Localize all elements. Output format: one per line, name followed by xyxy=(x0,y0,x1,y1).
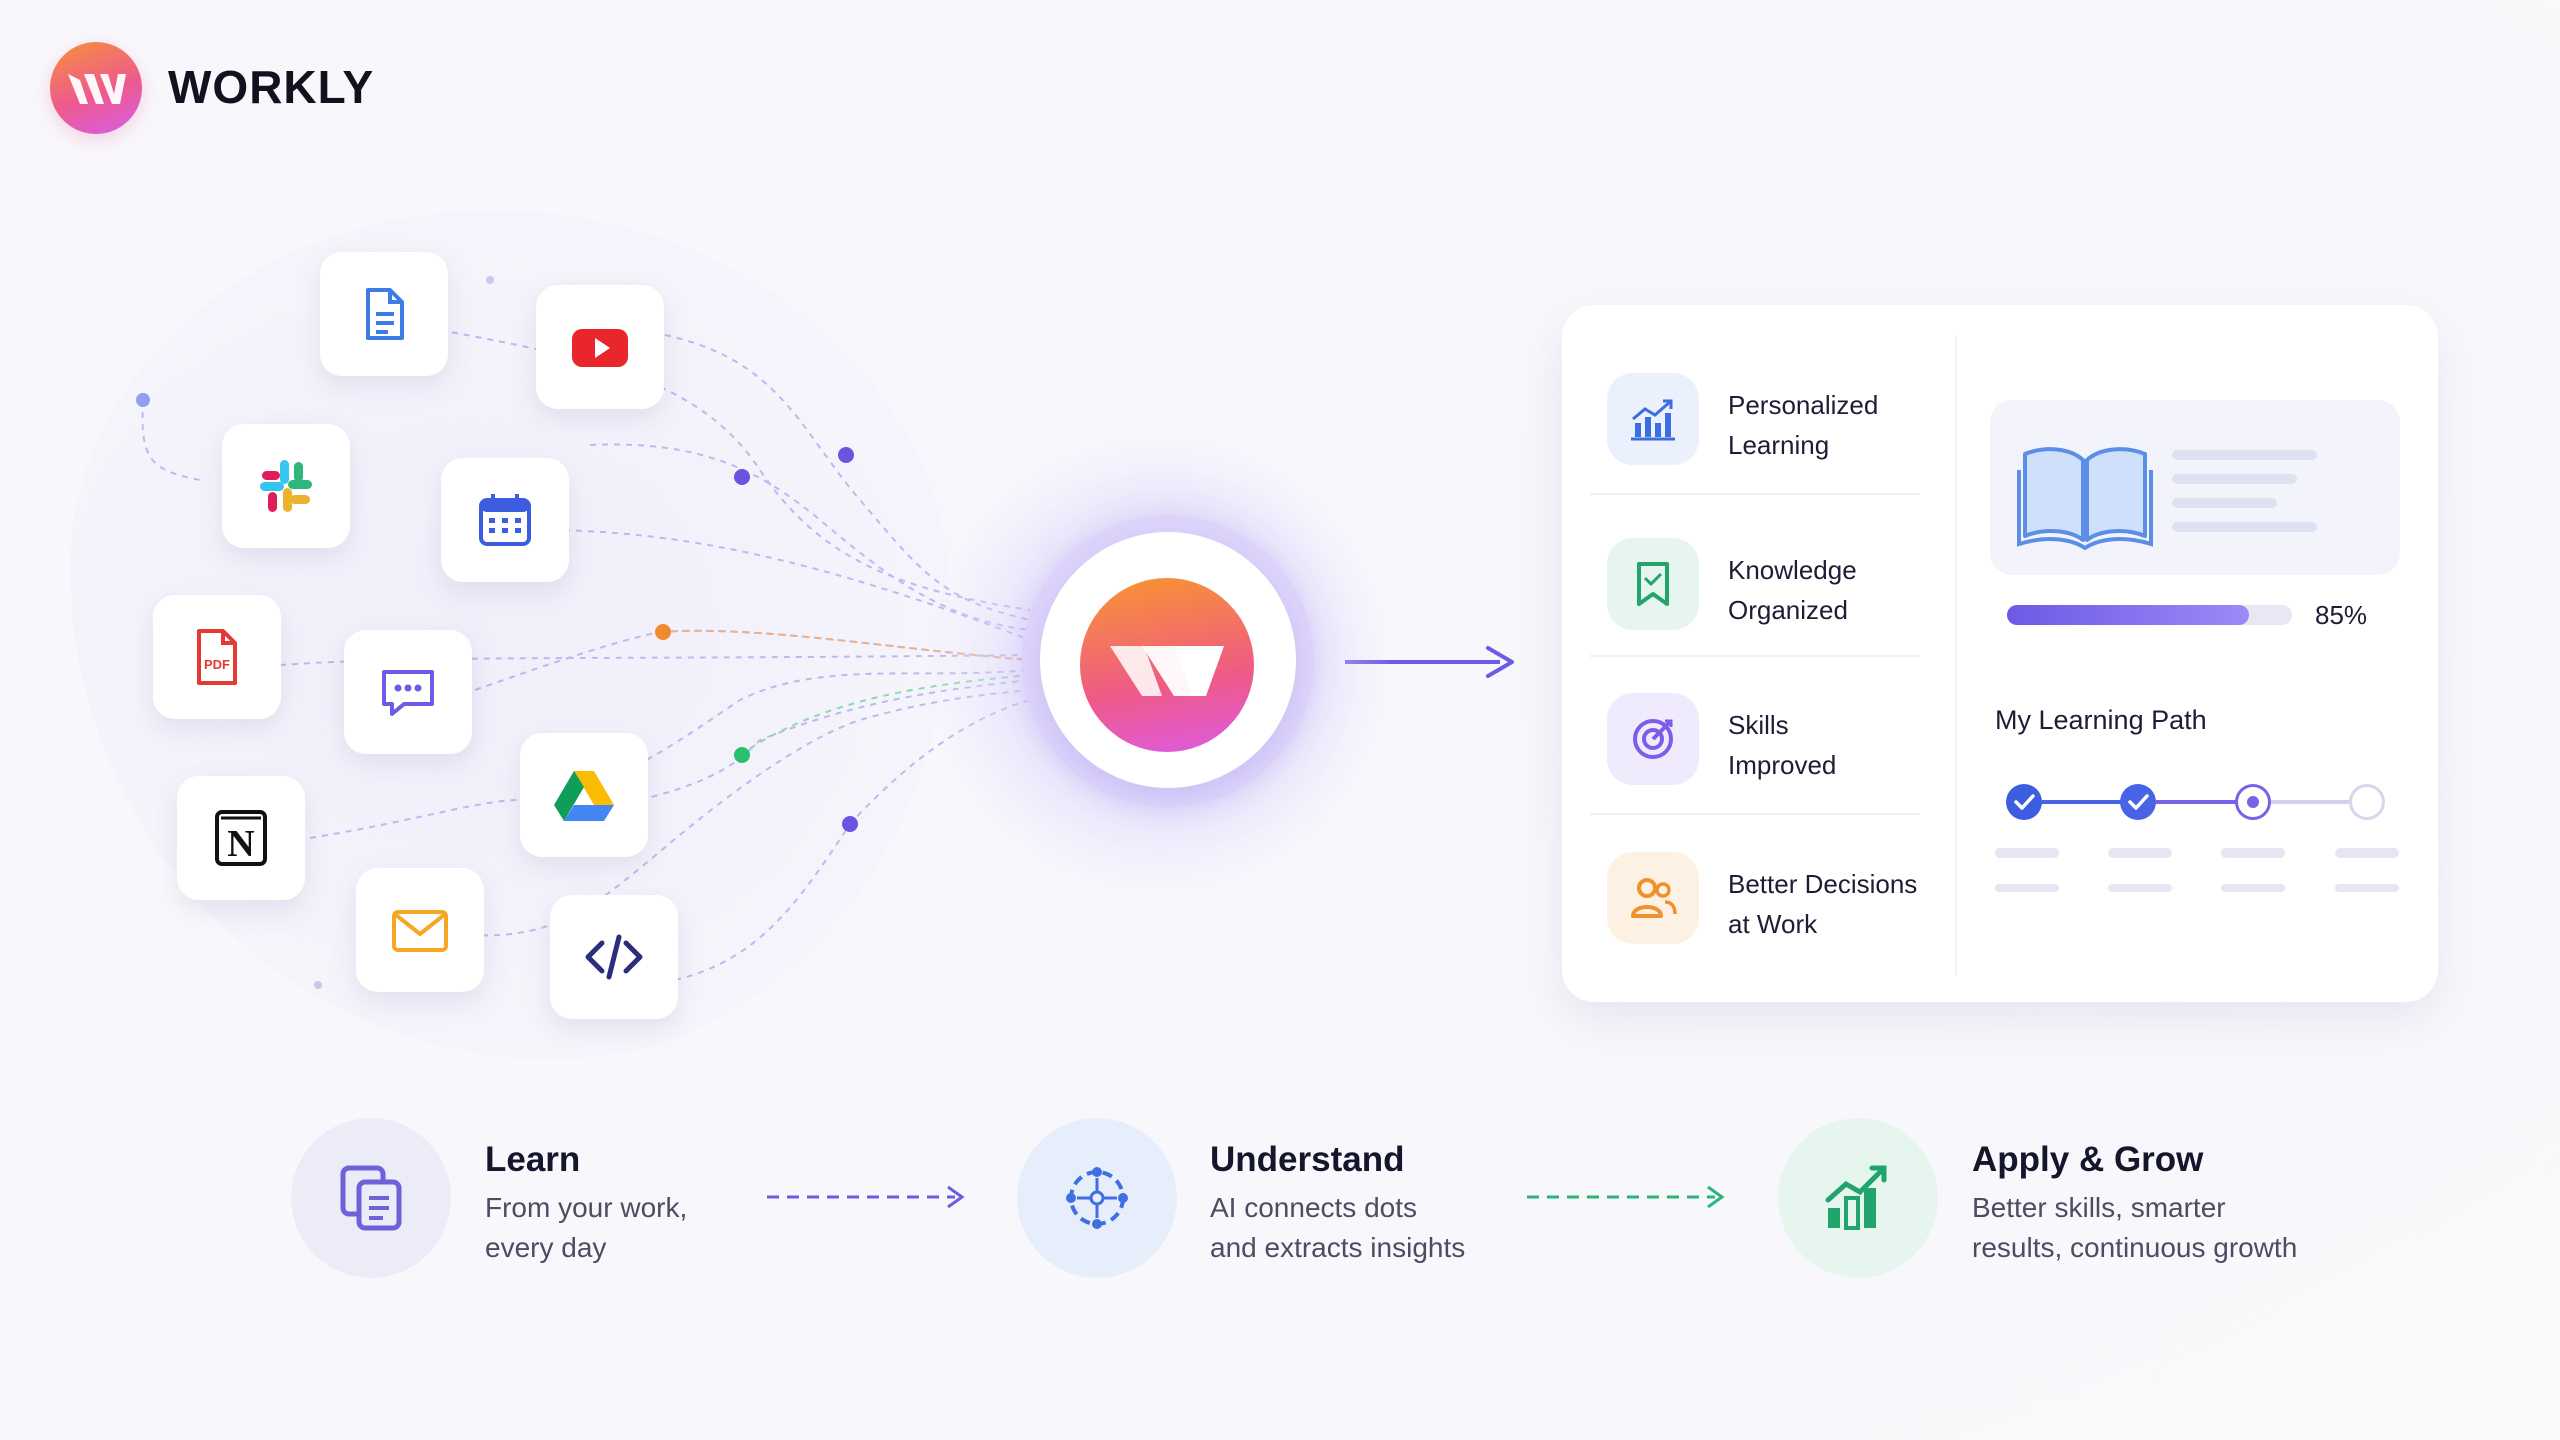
path-step-current[interactable] xyxy=(2235,784,2271,820)
flow-step-title: Understand xyxy=(1210,1140,1405,1179)
benefit-divider xyxy=(1590,493,1920,495)
benefit-icon-wrap xyxy=(1607,538,1699,630)
pdf-icon: PDF xyxy=(197,629,237,685)
step-label-placeholder xyxy=(2108,848,2172,858)
check-icon xyxy=(2014,794,2035,810)
book-text-line xyxy=(2172,474,2297,484)
source-tile-calendar[interactable] xyxy=(441,458,569,582)
step-label-placeholder xyxy=(1995,884,2059,892)
flow-step-desc: Better skills, smarter results, continuou… xyxy=(1972,1188,2297,1268)
youtube-icon xyxy=(572,329,628,367)
document-icon xyxy=(366,288,404,340)
source-tile-google-drive[interactable] xyxy=(520,733,648,857)
benefit-line2: at Work xyxy=(1728,909,1818,939)
path-step-completed[interactable] xyxy=(2120,784,2156,820)
calendar-icon xyxy=(479,494,531,546)
benefit-line1: Better Decisions xyxy=(1728,869,1918,899)
learning-path-title: My Learning Path xyxy=(1995,705,2207,735)
flow-desc-line: and extracts insights xyxy=(1210,1232,1466,1263)
step-label-placeholder xyxy=(2335,884,2399,892)
brand-name: WORKLY xyxy=(168,61,375,113)
benefit-line2: Improved xyxy=(1728,750,1837,780)
path-step-pending[interactable] xyxy=(2349,784,2385,820)
flow-step-desc: From your work, every day xyxy=(485,1188,687,1268)
pdf-label: PDF xyxy=(204,657,230,672)
target-icon xyxy=(1633,719,1673,759)
bookmark-icon xyxy=(1637,562,1669,606)
book-preview xyxy=(1990,400,2400,575)
benefit-label: Better Decisions at Work xyxy=(1728,864,1938,944)
progress-fill xyxy=(2007,605,2250,625)
notion-icon: N xyxy=(215,810,267,866)
benefit-icon-wrap xyxy=(1607,852,1699,944)
path-connector xyxy=(2271,800,2363,804)
benefit-better-decisions[interactable]: Better Decisions at Work xyxy=(1590,814,1920,964)
step-label-placeholder xyxy=(1995,848,2059,858)
flow-desc-line: Better skills, smarter xyxy=(1972,1192,2226,1223)
growth-chart-icon xyxy=(1825,1165,1887,1230)
book-text-line xyxy=(2172,498,2277,508)
path-connector xyxy=(2156,800,2249,804)
benefit-divider xyxy=(1590,655,1920,657)
step-label-placeholder xyxy=(2335,848,2399,858)
source-tile-pdf[interactable]: PDF xyxy=(153,595,281,719)
book-text-line xyxy=(2172,522,2317,532)
source-tile-notion[interactable]: N xyxy=(177,776,305,900)
flow-desc-line: results, continuous growth xyxy=(1972,1232,2298,1263)
code-icon xyxy=(585,934,643,980)
copy-document-icon xyxy=(340,1165,402,1231)
benefit-icon-wrap xyxy=(1607,693,1699,785)
source-tile-slack[interactable] xyxy=(222,424,350,548)
benefit-icon-wrap xyxy=(1607,373,1699,465)
flow-step-title: Learn xyxy=(485,1140,581,1179)
slack-icon xyxy=(260,460,312,512)
source-tile-youtube[interactable] xyxy=(536,285,664,409)
flow-step-understand-icon-wrap xyxy=(1017,1118,1177,1278)
step-label-placeholder xyxy=(2108,884,2172,892)
source-tile-code[interactable] xyxy=(550,895,678,1019)
panel-divider xyxy=(1955,335,1957,975)
people-icon xyxy=(1631,878,1677,918)
source-tile-chat[interactable] xyxy=(344,630,472,754)
workly-hub-logo-icon[interactable] xyxy=(1080,578,1254,752)
source-tile-document[interactable] xyxy=(320,252,448,376)
benefit-line1: Personalized xyxy=(1728,390,1879,420)
open-book-icon xyxy=(2017,447,2153,550)
benefit-line1: Skills xyxy=(1728,710,1789,740)
path-step-completed[interactable] xyxy=(2006,784,2042,820)
flow-desc-line: From your work, xyxy=(485,1192,688,1223)
chart-growth-icon xyxy=(1631,399,1675,441)
step-label-placeholder xyxy=(2221,848,2285,858)
flow-step-title: Apply & Grow xyxy=(1972,1140,2204,1179)
flow-step-desc: AI connects dots and extracts insights xyxy=(1210,1188,1465,1268)
ai-brain-icon xyxy=(1066,1167,1128,1229)
flow-step-learn-icon-wrap xyxy=(291,1118,451,1278)
email-icon xyxy=(392,910,448,952)
benefit-line2: Learning xyxy=(1728,430,1830,460)
book-text-line xyxy=(2172,450,2317,460)
current-step-dot xyxy=(2247,796,2259,808)
benefit-line1: Knowledge xyxy=(1728,555,1857,585)
chat-icon xyxy=(382,670,434,716)
progress-percent: 85% xyxy=(2315,600,2368,630)
path-connector xyxy=(2042,800,2132,804)
flow-step-grow-icon-wrap xyxy=(1778,1118,1938,1278)
workly-logo-icon[interactable] xyxy=(50,42,142,134)
check-icon xyxy=(2128,794,2149,810)
source-tile-email[interactable] xyxy=(356,868,484,992)
flow-desc-line: AI connects dots xyxy=(1210,1192,1418,1223)
notion-label: N xyxy=(227,823,254,865)
google-drive-icon xyxy=(554,771,614,821)
benefit-divider xyxy=(1590,813,1920,815)
benefit-line2: Organized xyxy=(1728,595,1848,625)
step-label-placeholder xyxy=(2221,884,2285,892)
flow-desc-line: every day xyxy=(485,1232,607,1263)
